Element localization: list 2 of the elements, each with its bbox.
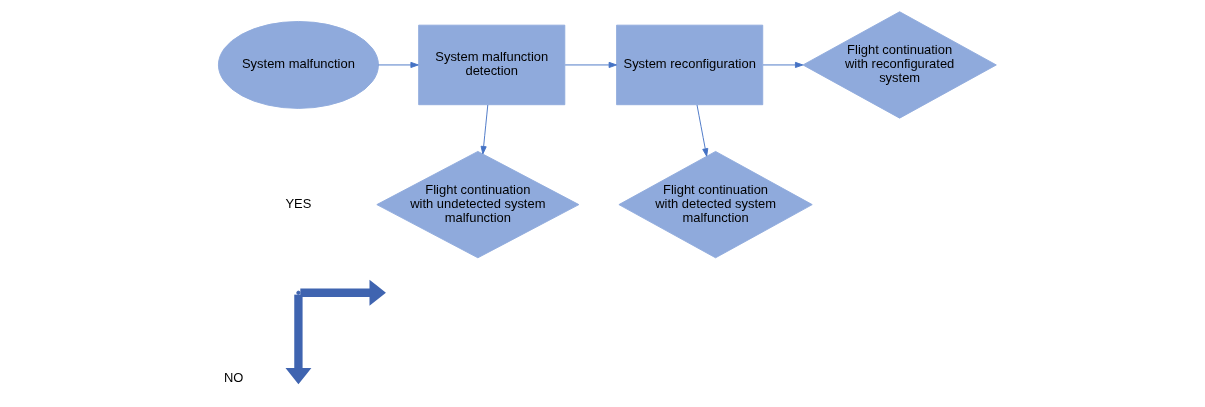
legend-label: NO	[223, 370, 244, 386]
legend-label: YES	[285, 196, 312, 212]
